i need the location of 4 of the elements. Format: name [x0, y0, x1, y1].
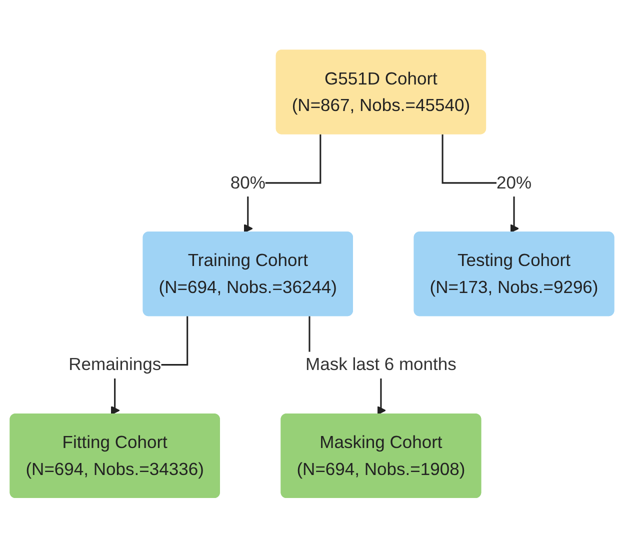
edge-label: 20% — [496, 172, 532, 193]
edge-label: Remainings — [68, 354, 162, 374]
edge-label: Mask last 6 months — [305, 354, 456, 374]
edge-label: 80% — [230, 172, 266, 193]
